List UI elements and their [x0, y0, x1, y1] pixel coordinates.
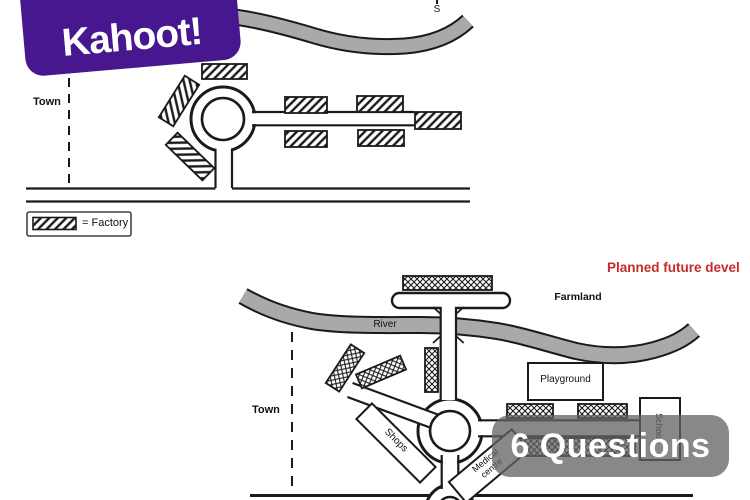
map-future: [238, 275, 701, 500]
shops-building: [354, 401, 438, 485]
map-current: [26, 0, 474, 237]
river-label: River: [373, 319, 397, 330]
main-roundabout-inner: [428, 409, 472, 453]
kahoot-logo-text: Kahoot!: [60, 9, 204, 65]
planned-development-title: Planned future devel: [607, 260, 740, 275]
legend-box: [26, 211, 132, 237]
question-count-label: 6 Questions: [510, 426, 711, 465]
bridge-marks: [432, 306, 465, 344]
playground-label: Playground: [540, 374, 591, 385]
south-roundabout-inner: [440, 495, 460, 500]
farmland-label: Farmland: [554, 291, 602, 303]
compass-south-label: S: [433, 4, 441, 15]
playground-building: [527, 362, 604, 401]
legend-factory-label: = Factory: [82, 217, 129, 229]
factory-buildings: [157, 63, 462, 182]
town-label-current: Town: [33, 96, 61, 108]
question-count-banner: 6 Questions: [492, 415, 729, 477]
roundabout-inner: [200, 96, 246, 142]
town-label-future: Town: [252, 404, 280, 416]
